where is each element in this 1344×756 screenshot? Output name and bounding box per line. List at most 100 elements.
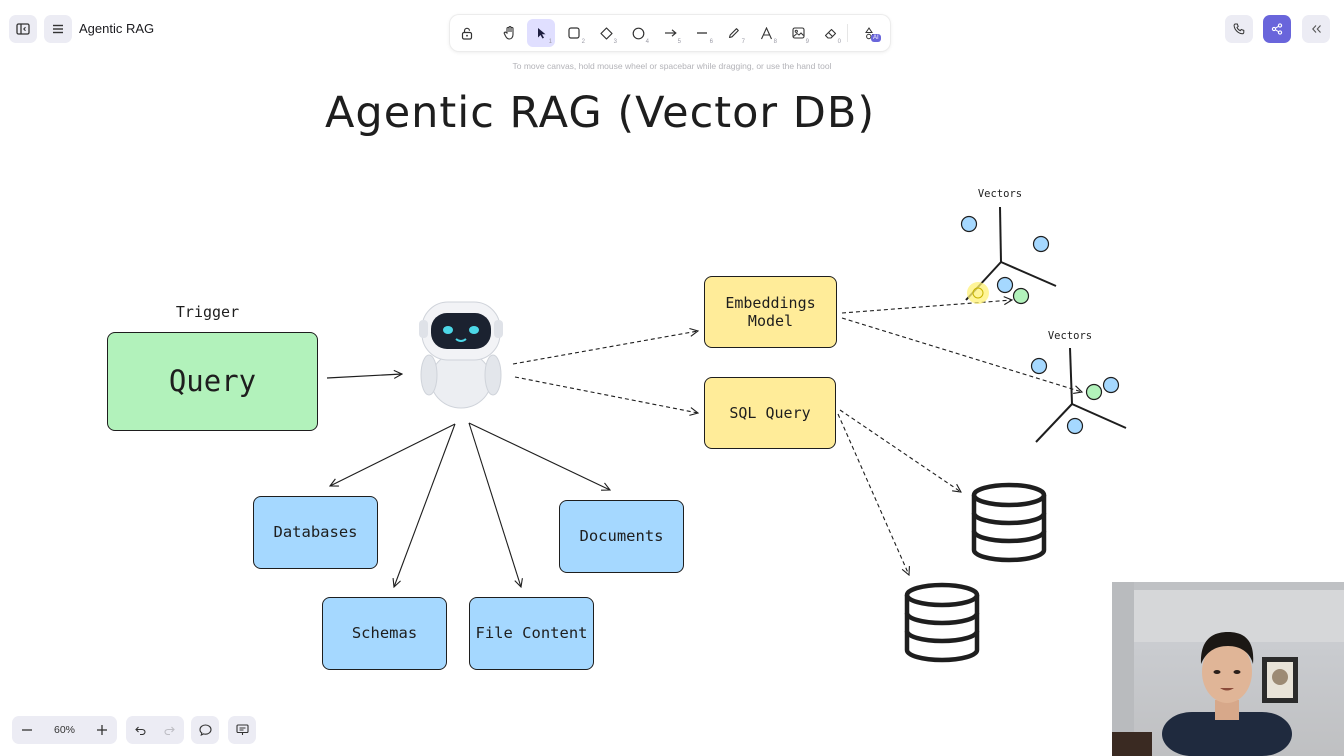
embeddings-label-line1: Embeddings bbox=[725, 294, 816, 312]
text-icon bbox=[760, 26, 772, 39]
sql-query-label: SQL Query bbox=[729, 404, 811, 422]
share-icon bbox=[1271, 23, 1283, 35]
double-chevron-left-icon bbox=[1311, 25, 1321, 33]
vector-point bbox=[1032, 235, 1050, 253]
presenter-webcam bbox=[1112, 582, 1344, 756]
zoom-out-button[interactable] bbox=[12, 716, 42, 744]
vector-point bbox=[960, 215, 978, 233]
eraser-icon bbox=[824, 28, 836, 39]
schemas-box[interactable]: Schemas bbox=[322, 597, 447, 670]
arrow-agent-to-embeddings bbox=[512, 331, 698, 365]
rectangle-icon bbox=[568, 27, 580, 39]
vector-point bbox=[1012, 287, 1030, 305]
sql-query-box[interactable]: SQL Query bbox=[704, 377, 836, 449]
vector-point bbox=[1030, 357, 1048, 375]
documents-box[interactable]: Documents bbox=[559, 500, 684, 573]
pointer-icon bbox=[537, 28, 545, 39]
presentation-button[interactable] bbox=[228, 716, 256, 744]
vector-space-2[interactable] bbox=[1030, 347, 1127, 443]
tool-arrow[interactable]: 5 bbox=[656, 19, 684, 47]
plus-icon bbox=[97, 725, 107, 735]
shortcut-label: 1 bbox=[548, 39, 552, 45]
diamond-icon bbox=[599, 26, 613, 40]
shortcut-label: 7 bbox=[741, 39, 745, 45]
vector-point bbox=[996, 276, 1014, 294]
vector-point bbox=[1085, 383, 1103, 401]
embeddings-model-box[interactable]: Embeddings Model bbox=[704, 276, 837, 348]
file-content-box[interactable]: File Content bbox=[469, 597, 594, 670]
toolbar-divider bbox=[847, 24, 848, 42]
comment-button[interactable] bbox=[191, 716, 219, 744]
arrow-sql-to-db-1 bbox=[839, 409, 961, 492]
document-title[interactable]: Agentic RAG bbox=[79, 21, 155, 36]
query-label: Query bbox=[168, 364, 257, 399]
lock-icon bbox=[461, 27, 473, 40]
embeddings-label-line2: Model bbox=[747, 312, 794, 330]
tool-eraser[interactable]: 0 bbox=[816, 19, 844, 47]
database-icon[interactable] bbox=[904, 582, 980, 663]
shortcut-label: 9 bbox=[805, 39, 809, 45]
documents-label: Documents bbox=[579, 527, 664, 546]
arrow-agent-to-databases bbox=[330, 423, 456, 486]
vectors-label-2[interactable]: Vectors bbox=[1047, 330, 1093, 342]
pencil-icon bbox=[728, 28, 739, 39]
main-menu-button[interactable] bbox=[44, 15, 72, 43]
tool-ellipse[interactable]: 4 bbox=[624, 19, 652, 47]
tool-diamond[interactable]: 3 bbox=[592, 19, 620, 47]
shortcut-label: 4 bbox=[645, 39, 649, 45]
share-button[interactable] bbox=[1263, 15, 1291, 43]
databases-box[interactable]: Databases bbox=[253, 496, 378, 569]
tool-hand[interactable] bbox=[495, 19, 523, 47]
ai-badge: AI bbox=[871, 34, 881, 42]
tool-line[interactable]: 6 bbox=[688, 19, 716, 47]
chat-icon bbox=[198, 724, 212, 736]
tool-lock[interactable] bbox=[453, 19, 481, 47]
arrow-icon bbox=[664, 29, 677, 37]
trigger-label[interactable]: Trigger bbox=[175, 303, 240, 321]
undo-button[interactable] bbox=[126, 716, 155, 744]
robot-agent-icon[interactable] bbox=[419, 301, 503, 409]
arrow-sql-to-db-2 bbox=[837, 413, 909, 575]
shortcut-label: 6 bbox=[709, 39, 713, 45]
shortcut-label: 0 bbox=[837, 39, 841, 45]
ellipse-icon bbox=[632, 27, 644, 39]
image-icon bbox=[791, 27, 805, 39]
zoom-level[interactable]: 60% bbox=[53, 724, 75, 736]
vectors-label-1[interactable]: Vectors bbox=[977, 188, 1023, 200]
redo-button[interactable] bbox=[155, 716, 184, 744]
menu-icon bbox=[53, 24, 63, 34]
call-button[interactable] bbox=[1225, 15, 1253, 43]
zoom-controls: 60% bbox=[12, 716, 117, 744]
hand-icon bbox=[503, 26, 514, 40]
vector-point bbox=[1066, 417, 1084, 435]
tool-rectangle[interactable]: 2 bbox=[560, 19, 588, 47]
presenter-image bbox=[1112, 582, 1344, 756]
tool-text[interactable]: 8 bbox=[752, 19, 780, 47]
databases-label: Databases bbox=[273, 523, 358, 542]
vector-space-1[interactable] bbox=[960, 206, 1057, 305]
history-controls bbox=[126, 716, 184, 744]
shortcut-label: 2 bbox=[581, 39, 585, 45]
file-content-label: File Content bbox=[475, 624, 588, 643]
sidebar-icon bbox=[16, 23, 30, 35]
arrow-agent-to-sql bbox=[514, 376, 698, 413]
tool-more-shapes[interactable]: AI bbox=[857, 19, 885, 47]
collapse-sidebar-button[interactable] bbox=[1302, 15, 1330, 43]
shortcut-label: 8 bbox=[773, 39, 777, 45]
zoom-in-button[interactable] bbox=[87, 716, 117, 744]
arrow-agent-to-file-content bbox=[468, 422, 521, 587]
phone-icon bbox=[1233, 23, 1245, 35]
redo-icon bbox=[164, 726, 175, 735]
tool-image[interactable]: 9 bbox=[784, 19, 812, 47]
sidebar-toggle-button[interactable] bbox=[9, 15, 37, 43]
tool-selection[interactable]: 1 bbox=[527, 19, 555, 47]
tool-draw[interactable]: 7 bbox=[720, 19, 748, 47]
presentation-icon bbox=[235, 724, 249, 735]
query-box[interactable]: Query bbox=[107, 332, 318, 431]
canvas-hint: To move canvas, hold mouse wheel or spac… bbox=[512, 61, 832, 71]
database-icon[interactable] bbox=[971, 482, 1047, 563]
canvas-title[interactable]: Agentic RAG (Vector DB) bbox=[325, 88, 876, 138]
vector-point bbox=[1102, 376, 1120, 394]
minus-icon bbox=[22, 729, 32, 731]
